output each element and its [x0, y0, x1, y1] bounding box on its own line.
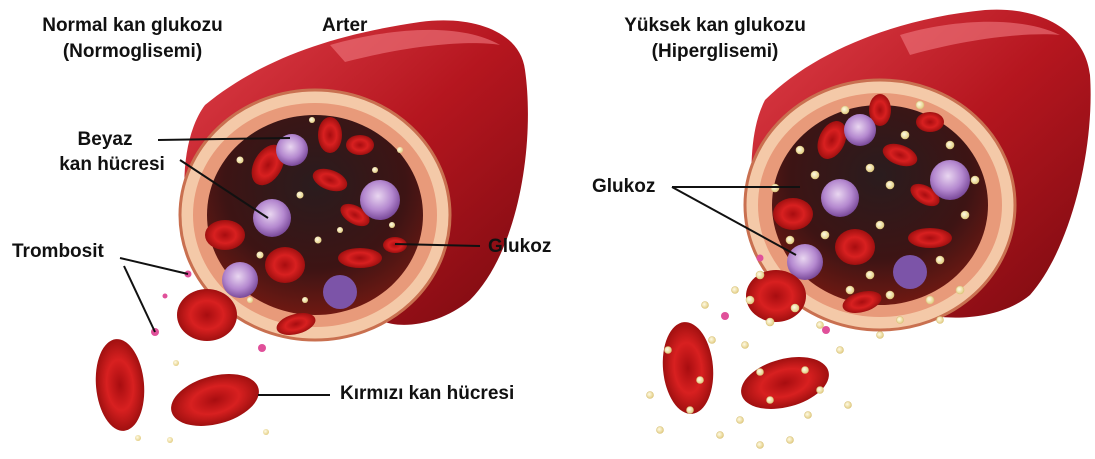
right-title-line1: Yüksek kan glukozu — [590, 14, 840, 37]
left-title-line2: (Normoglisemi) — [10, 40, 255, 63]
white-blood-cell — [930, 160, 970, 200]
red-blood-cell — [835, 229, 875, 265]
artery-label: Arter — [322, 14, 367, 37]
red-blood-cell — [916, 112, 944, 132]
red-blood-cell — [346, 135, 374, 155]
white-blood-cell — [893, 255, 927, 289]
white-blood-cell — [821, 179, 859, 217]
white-blood-cell — [844, 114, 876, 146]
wbc-label-line2: kan hücresi — [42, 153, 182, 176]
red-blood-cell — [177, 289, 237, 341]
red-blood-cell — [659, 320, 717, 416]
wbc-label-line1: Beyaz — [50, 128, 160, 151]
left-title-line1: Normal kan glukozu — [10, 14, 255, 37]
right-title-line2: (Hiperglisemi) — [590, 40, 840, 63]
red-blood-cell — [338, 248, 382, 268]
red-blood-cell — [165, 365, 264, 435]
red-blood-cell — [92, 337, 148, 433]
red-blood-cell — [746, 270, 806, 322]
red-blood-cell — [773, 198, 813, 230]
platelet-label: Trombosit — [12, 240, 104, 263]
red-blood-cell — [318, 117, 342, 153]
red-blood-cell — [908, 228, 952, 248]
right-glucose-label: Glukoz — [592, 175, 655, 198]
white-blood-cell — [360, 180, 400, 220]
left-glucose-label: Glukoz — [488, 235, 551, 258]
white-blood-cell — [253, 199, 291, 237]
right-artery — [647, 10, 1091, 449]
red-blood-cell — [735, 348, 834, 418]
rbc-label: Kırmızı kan hücresi — [340, 382, 514, 405]
red-blood-cell — [265, 247, 305, 283]
left-artery — [92, 20, 528, 443]
red-blood-cell — [205, 220, 245, 250]
white-blood-cell — [323, 275, 357, 309]
white-blood-cell — [222, 262, 258, 298]
